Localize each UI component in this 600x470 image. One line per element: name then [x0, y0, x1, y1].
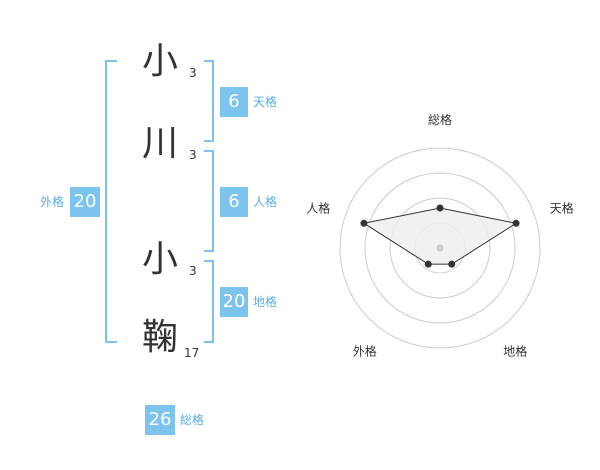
radar-axis-label-4: 外格: [353, 344, 377, 359]
stroke-count-3: 3: [189, 264, 197, 278]
name-char-4: 鞠: [142, 317, 179, 358]
tenkaku-bracket: [204, 60, 214, 142]
soukaku-value: 26: [145, 405, 175, 435]
name-char-3: 小: [142, 239, 179, 280]
radar-point-4: [424, 260, 432, 268]
tenkaku-value: 6: [220, 87, 248, 117]
radar-point-2: [512, 219, 520, 227]
radar-points: [360, 204, 520, 268]
chikaku-label: 地格: [253, 295, 278, 309]
stroke-count-1: 3: [189, 66, 197, 80]
radar-axis-label-5: 人格: [306, 200, 330, 215]
name-char-1: 小: [142, 41, 179, 82]
radar-axis-label-2: 天格: [550, 200, 574, 215]
radar-area: [362, 207, 518, 265]
stroke-count-4: 17: [184, 346, 200, 360]
radar-ring: [364, 172, 516, 324]
radar-grid: [339, 147, 541, 349]
jinkaku-label: 人格: [253, 195, 278, 209]
radar-axis-label-3: 地格: [503, 344, 527, 359]
radar-ring: [339, 147, 541, 349]
chikaku-bracket: [204, 260, 214, 343]
radar-point-3: [448, 260, 456, 268]
soukaku-label: 総格: [180, 413, 205, 427]
chikaku-value: 20: [220, 287, 248, 317]
gaikaku-bracket: [105, 60, 117, 343]
gaikaku-label: 外格: [40, 195, 65, 209]
tenkaku-label: 天格: [253, 95, 278, 109]
jinkaku-bracket: [204, 150, 214, 252]
radar-ring: [389, 197, 491, 299]
radar-center: [436, 244, 444, 252]
jinkaku-value: 6: [220, 187, 248, 217]
stroke-count-2: 3: [189, 148, 197, 162]
radar-point-5: [360, 219, 368, 227]
gaikaku-value: 20: [70, 187, 100, 217]
radar-point-1: [436, 204, 444, 212]
radar-axis-label-1: 総格: [428, 112, 452, 127]
name-char-2: 川: [142, 123, 179, 164]
